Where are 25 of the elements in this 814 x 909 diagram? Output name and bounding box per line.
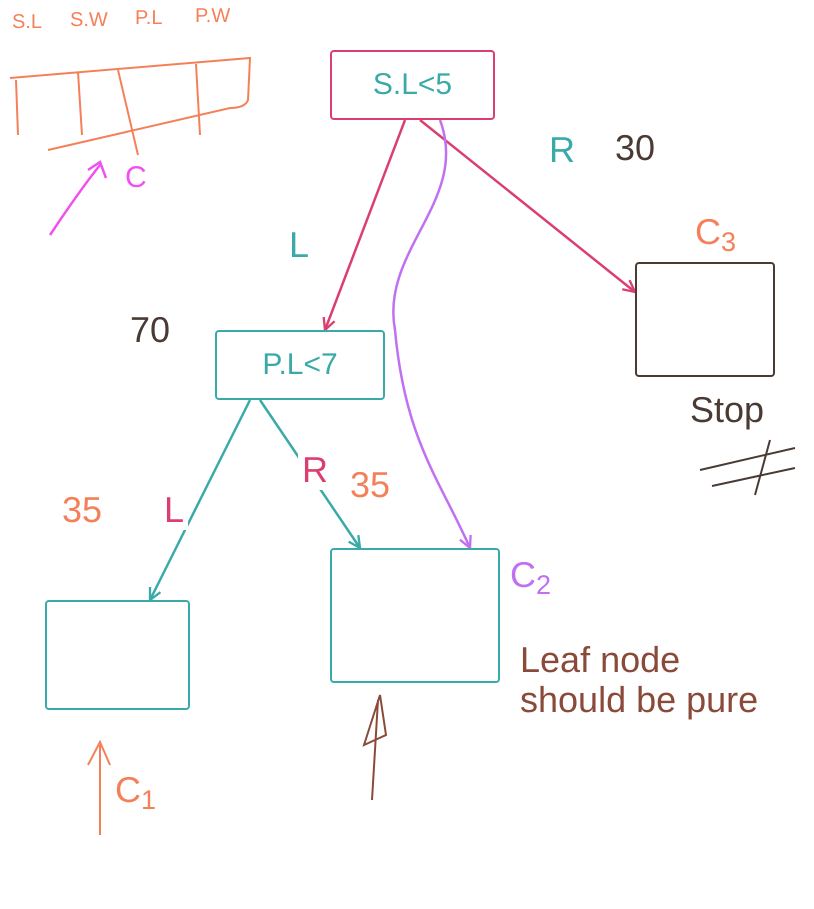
condition-text: P.L<7 xyxy=(262,347,338,383)
note-text: 35 xyxy=(350,465,390,505)
leaf-box xyxy=(330,548,500,683)
decision-box xyxy=(330,50,495,120)
condition-text: S.L<5 xyxy=(372,67,452,103)
leaf-box xyxy=(635,262,775,377)
column-header: P.W xyxy=(195,4,230,29)
class-label: C$_{3}$ xyxy=(695,212,736,252)
arrow xyxy=(148,399,252,602)
class-label: C$_{1}$ xyxy=(115,770,156,810)
column-header: S.W xyxy=(70,8,108,33)
note-text: 70 xyxy=(130,310,170,350)
column-header: S.L xyxy=(12,10,42,35)
class-label: Stop xyxy=(690,390,764,430)
arrow xyxy=(322,120,406,332)
column-header: P.L xyxy=(135,6,162,31)
class-label: C$_{2}$ xyxy=(510,555,552,595)
note-text: Leaf node should be pure xyxy=(520,640,760,720)
arrow xyxy=(392,120,472,550)
arrow xyxy=(419,119,636,294)
note-text: 30 xyxy=(615,128,656,168)
leaf-box xyxy=(45,600,190,710)
decision-box xyxy=(215,330,385,400)
note-text: 35 xyxy=(62,490,102,530)
note-text: C xyxy=(125,160,147,196)
